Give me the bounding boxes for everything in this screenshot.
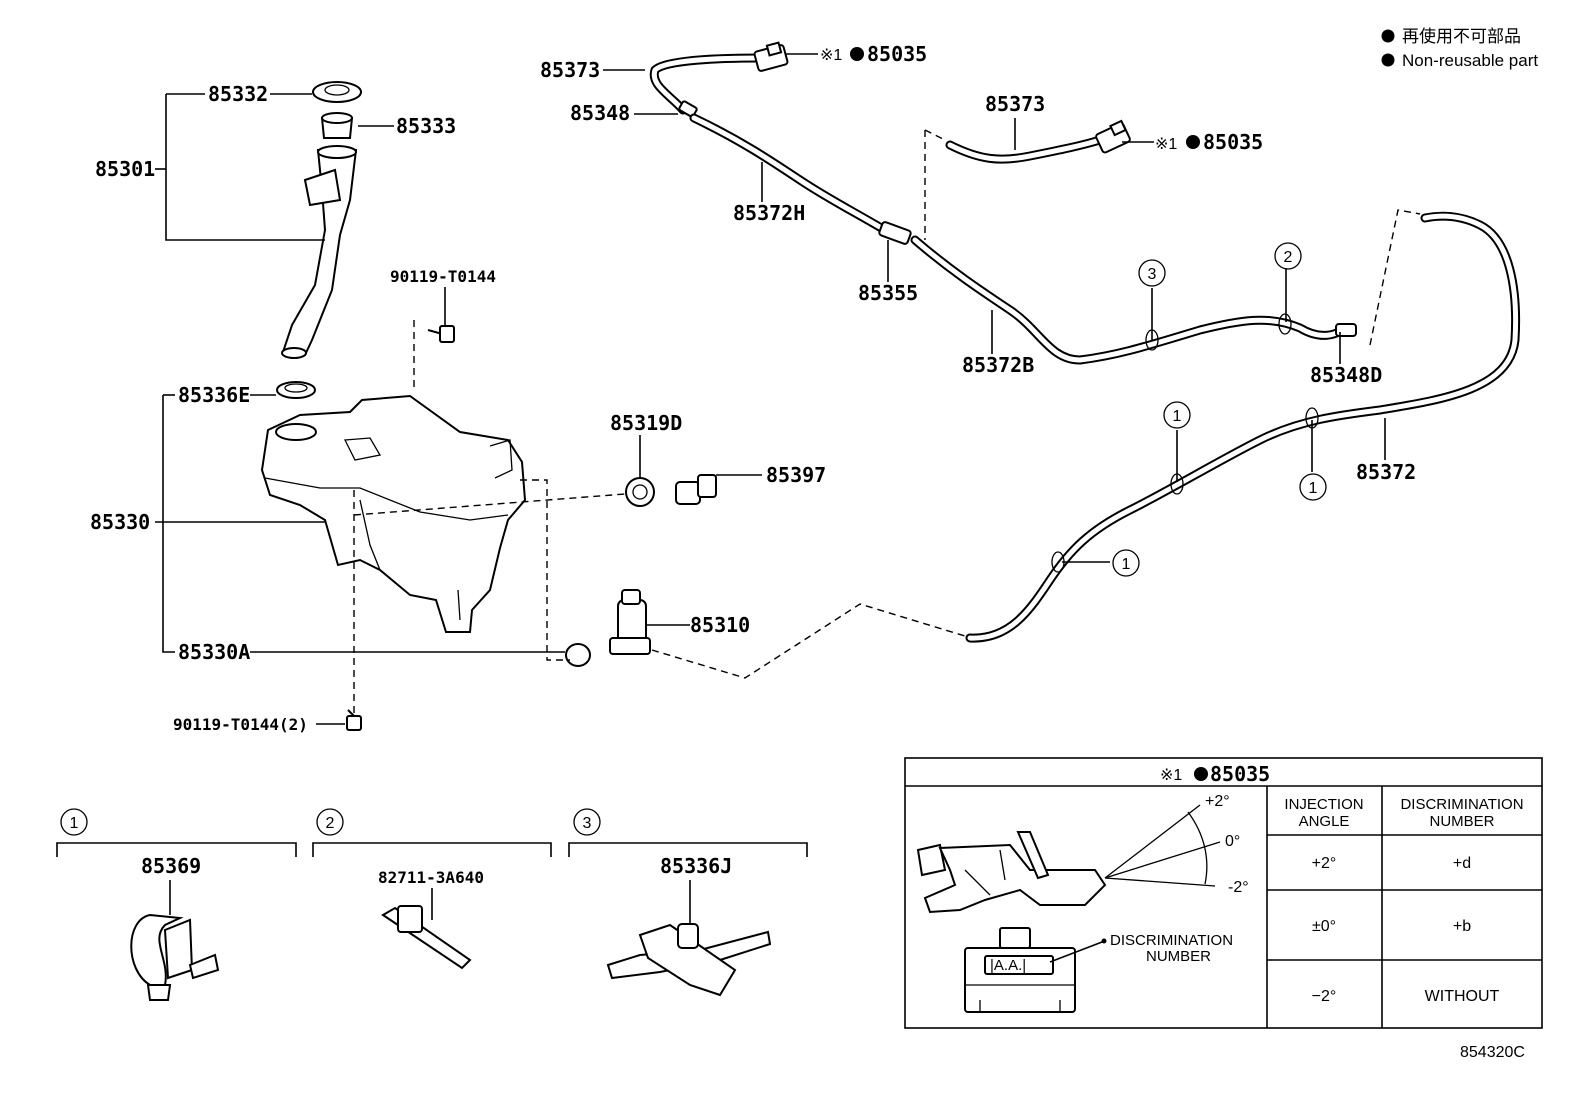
non-reusable-dot-icon bbox=[1381, 29, 1395, 43]
non-reusable-dot-icon bbox=[1186, 135, 1200, 149]
clip-callout-1c: 1 bbox=[1112, 549, 1140, 577]
label-85397: 85397 bbox=[766, 463, 826, 487]
label-85348D: 85348D bbox=[1310, 363, 1382, 387]
joint-85348D bbox=[1335, 323, 1357, 337]
label-85332: 85332 bbox=[208, 82, 268, 106]
svg-text:2: 2 bbox=[1284, 249, 1293, 266]
label-90119-top: 90119-T0144 bbox=[390, 267, 496, 286]
row-angle: −2° bbox=[1312, 988, 1337, 1005]
nozzle-85035-top bbox=[753, 41, 789, 72]
svg-text:3: 3 bbox=[1148, 266, 1157, 283]
angle-mark: +2° bbox=[1205, 793, 1230, 810]
leader-lines-hoses bbox=[603, 53, 1386, 563]
row-angle: +2° bbox=[1312, 855, 1337, 872]
label-85333: 85333 bbox=[396, 114, 456, 138]
joint-85348 bbox=[678, 100, 698, 118]
label-82711-3A640: 82711-3A640 bbox=[378, 868, 484, 887]
washer-pump-85310 bbox=[609, 589, 651, 655]
table-title-part: 85035 bbox=[1210, 762, 1270, 786]
clip-85369 bbox=[130, 913, 220, 1001]
mark-note-mid: ※1 bbox=[1155, 136, 1177, 153]
grommet-85319D bbox=[625, 477, 655, 507]
label-85369: 85369 bbox=[141, 854, 201, 878]
label-85336E: 85336E bbox=[178, 383, 250, 407]
legend: 再使用不可部品 Non-reusable part bbox=[1381, 26, 1538, 70]
clip-detail-3: 3 85336J bbox=[568, 808, 808, 997]
nozzle-side-view: +2° 0° -2° bbox=[916, 793, 1249, 914]
label-85330: 85330 bbox=[90, 510, 150, 534]
discrimination-callout: DISCRIMINATION bbox=[1110, 932, 1233, 949]
tank-85330 bbox=[260, 394, 527, 633]
angle-mark: 0° bbox=[1225, 833, 1240, 850]
nozzle-85035-mid bbox=[1095, 119, 1131, 154]
legend-en: Non-reusable part bbox=[1402, 51, 1538, 70]
legend-ja: 再使用不可部品 bbox=[1402, 26, 1521, 46]
header-discrimination-number-2: NUMBER bbox=[1429, 813, 1494, 830]
svg-text:1: 1 bbox=[1309, 480, 1318, 497]
row-number: +d bbox=[1453, 855, 1471, 872]
nozzle-front-view: |A.A.| bbox=[964, 927, 1076, 1013]
mark-note-top: ※1 bbox=[820, 47, 842, 64]
label-85373-top: 85373 bbox=[540, 58, 600, 82]
bolt-90119-top bbox=[427, 325, 455, 343]
label-90119-bottom: 90119-T0144(2) bbox=[173, 715, 308, 734]
grommet-85330A bbox=[565, 643, 591, 667]
header-discrimination-number: DISCRIMINATION bbox=[1400, 796, 1523, 813]
label-85035-top: 85035 bbox=[867, 42, 927, 66]
discrimination-callout-2: NUMBER bbox=[1146, 948, 1211, 965]
diagram-code: 854320C bbox=[1460, 1044, 1525, 1061]
angle-mark: -2° bbox=[1228, 879, 1249, 896]
label-85372B: 85372B bbox=[962, 353, 1034, 377]
header-injection-angle-2: ANGLE bbox=[1299, 813, 1350, 830]
label-85355: 85355 bbox=[858, 281, 918, 305]
label-85372: 85372 bbox=[1356, 460, 1416, 484]
label-85319D: 85319D bbox=[610, 411, 682, 435]
header-injection-angle: INJECTION bbox=[1284, 796, 1363, 813]
label-85310: 85310 bbox=[690, 613, 750, 637]
hose-assembly bbox=[649, 41, 1521, 643]
svg-text:1: 1 bbox=[70, 815, 79, 832]
strainer-85333 bbox=[320, 112, 354, 139]
clip-detail-1: 1 85369 bbox=[56, 808, 297, 1001]
non-reusable-dot-icon bbox=[850, 47, 864, 61]
level-sensor-85397 bbox=[675, 474, 717, 505]
label-85301: 85301 bbox=[95, 157, 155, 181]
tank-assembly bbox=[260, 81, 966, 731]
label-85348: 85348 bbox=[570, 101, 630, 125]
leader-lines-tank bbox=[155, 93, 762, 725]
cap-85332 bbox=[312, 81, 362, 103]
non-reusable-dot-icon bbox=[1381, 53, 1395, 67]
clip-callout-1a: 1 bbox=[1163, 401, 1191, 429]
clip-callout-3: 3 bbox=[1138, 259, 1166, 287]
inlet-85301 bbox=[281, 145, 358, 359]
svg-text:2: 2 bbox=[326, 815, 335, 832]
svg-text:1: 1 bbox=[1122, 556, 1131, 573]
label-85035-mid: 85035 bbox=[1203, 130, 1263, 154]
hose-85372B bbox=[910, 235, 1347, 365]
label-85336J: 85336J bbox=[660, 854, 732, 878]
svg-text:1: 1 bbox=[1173, 408, 1182, 425]
clip-85336J bbox=[606, 923, 772, 997]
label-85373-mid: 85373 bbox=[985, 92, 1045, 116]
row-number: WITHOUT bbox=[1425, 988, 1500, 1005]
clip-detail-2: 2 82711-3A640 bbox=[312, 808, 552, 970]
row-number: +b bbox=[1453, 918, 1471, 935]
table-title-mark: ※1 bbox=[1160, 767, 1182, 784]
discrimination-stamp: |A.A.| bbox=[990, 957, 1026, 974]
bolt-90119-bottom bbox=[346, 709, 362, 731]
non-reusable-dot-icon bbox=[1194, 767, 1208, 781]
svg-text:3: 3 bbox=[583, 815, 592, 832]
clip-callout-2: 2 bbox=[1274, 242, 1302, 270]
joint-85355 bbox=[878, 221, 912, 245]
label-85330A: 85330A bbox=[178, 640, 250, 664]
clip-82711-3A640 bbox=[381, 905, 472, 970]
nozzle-table: ※1 85035 INJECTION ANGLE DISCRIMINATION … bbox=[904, 757, 1543, 1029]
label-85372H: 85372H bbox=[733, 201, 805, 225]
row-angle: ±0° bbox=[1312, 918, 1336, 935]
clip-callout-1b: 1 bbox=[1299, 473, 1327, 501]
